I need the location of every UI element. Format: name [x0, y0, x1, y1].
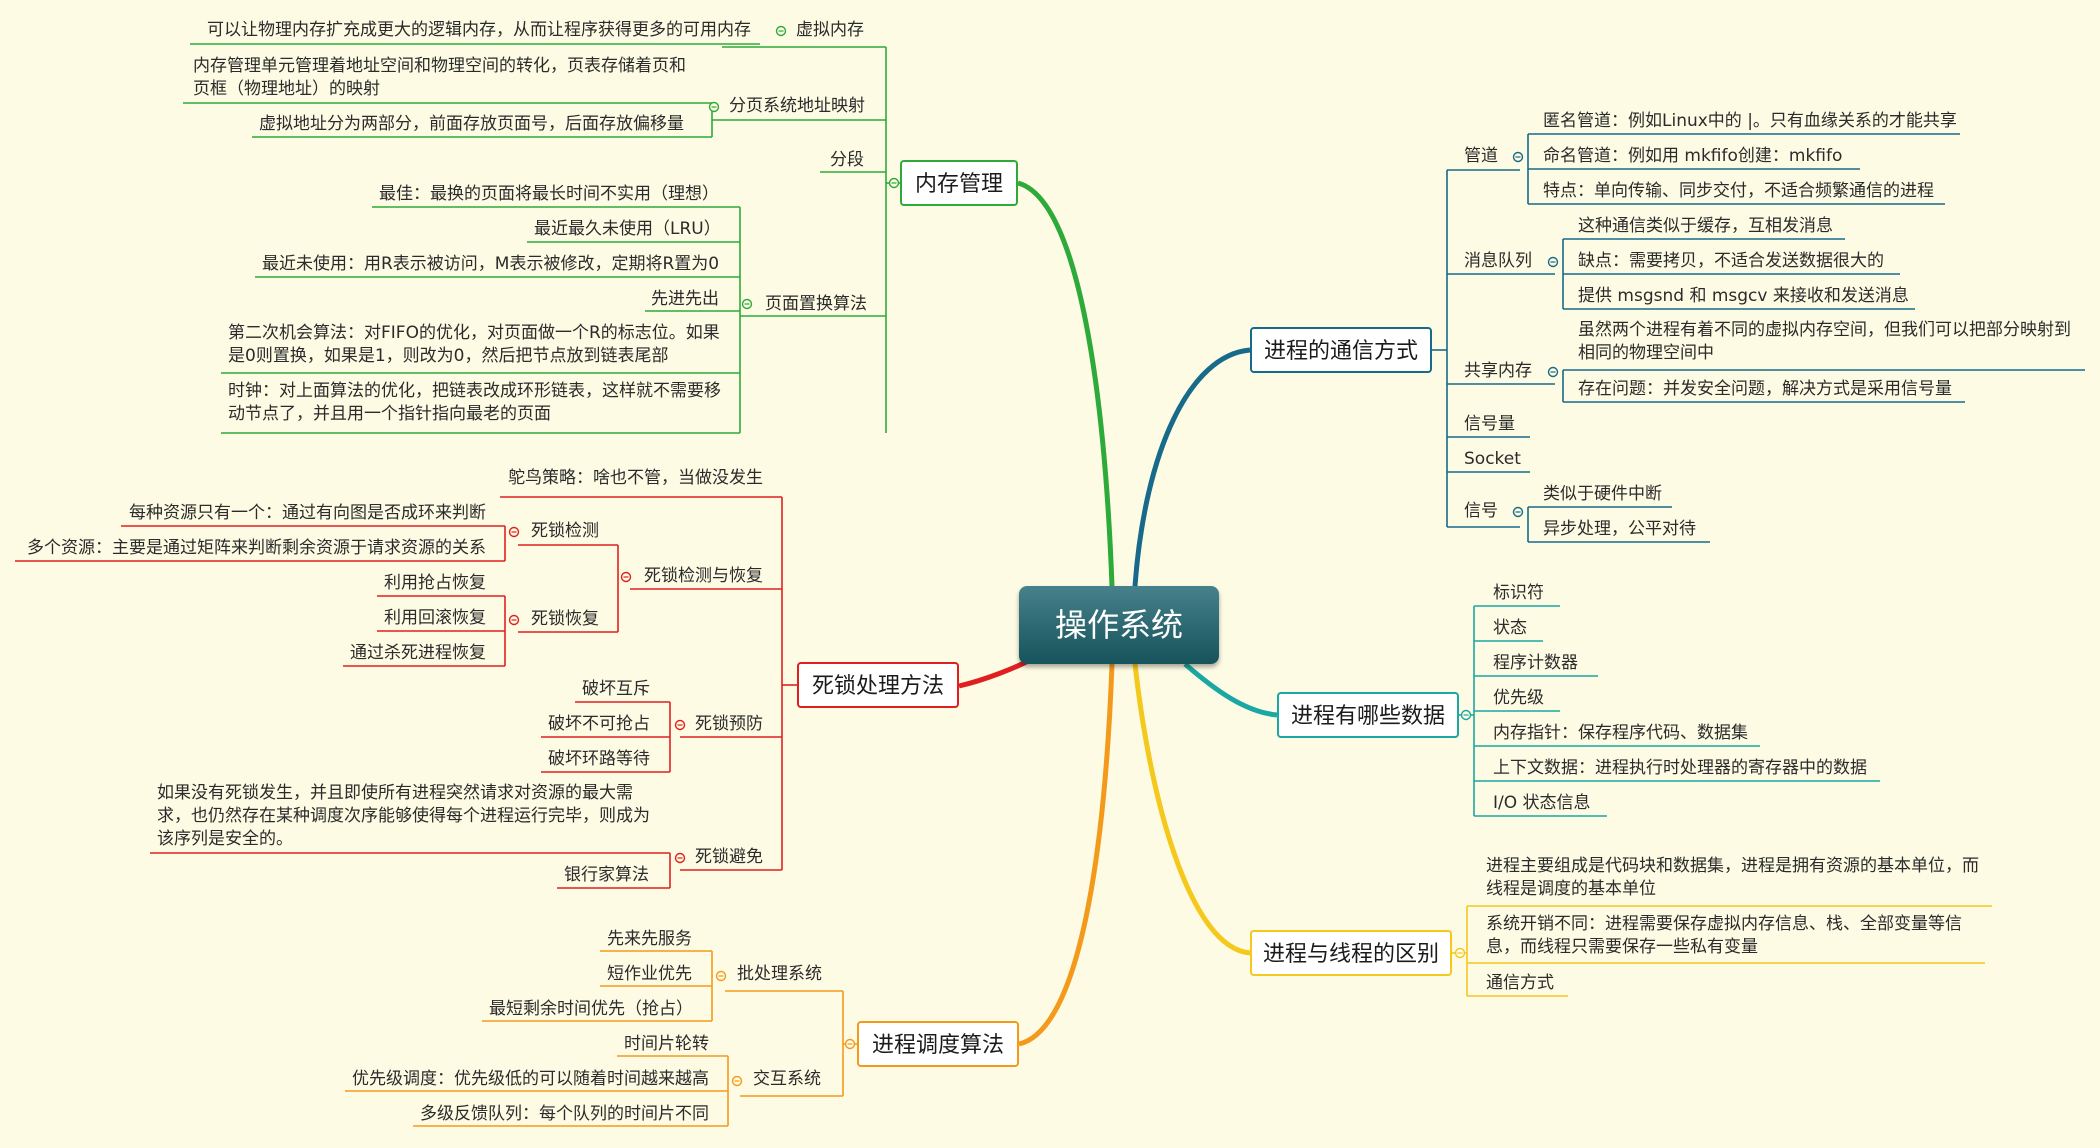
prevent-item-mutex: 破坏互斥 [582, 679, 650, 699]
batch-item-sjf: 短作业优先 [607, 964, 692, 984]
pdata-memory-pointer: 内存指针：保存程序代码、数据集 [1493, 723, 1748, 743]
pipe-item-feature: 特点：单向传输、同步交付，不适合频繁通信的进程 [1543, 181, 1934, 201]
pdata-priority: 优先级 [1493, 688, 1544, 708]
ipc-node[interactable]: 进程的通信方式 [1250, 327, 1432, 373]
pdata-state: 状态 [1493, 618, 1527, 638]
avoid-desc: 如果没有死锁发生，并且即使所有进程突然请求对资源的最大需求，也仍然存在某种调度次… [157, 783, 650, 849]
thread-item-composition: 进程主要组成是代码块和数据集，进程是拥有资源的基本单位，而线程是调度的基本单位 [1486, 856, 1979, 899]
paging-desc-2: 虚拟地址分为两部分，前面存放页面号，后面存放偏移量 [259, 114, 684, 134]
replace-item-clock: 时钟：对上面算法的优化，把链表改成环形链表，这样就不需要移动节点了，并且用一个指… [228, 381, 721, 424]
replace-label[interactable]: 页面置换算法 [765, 294, 867, 314]
paging-label[interactable]: 分页系统地址映射 [729, 96, 865, 116]
prevent-item-nonpreempt: 破坏不可抢占 [548, 714, 650, 734]
deadlock-node[interactable]: 死锁处理方法 [797, 662, 959, 708]
deadlock-avoid-label[interactable]: 死锁避免 [695, 847, 763, 867]
trunk-memory [1017, 180, 1115, 587]
pipe-label[interactable]: 管道 [1464, 146, 1498, 166]
signal-item-async: 异步处理，公平对待 [1543, 519, 1696, 539]
schedule-node[interactable]: 进程调度算法 [857, 1021, 1019, 1067]
replace-item-fifo: 先进先出 [651, 289, 719, 309]
pdata-identifier: 标识符 [1493, 583, 1544, 603]
socket-label[interactable]: Socket [1464, 449, 1521, 469]
mq-item-api: 提供 msgsnd 和 msgcv 来接收和发送消息 [1578, 286, 1909, 306]
batch-item-srtn: 最短剩余时间优先（抢占） [489, 999, 693, 1019]
virtual-memory-desc: 可以让物理内存扩充成更大的逻辑内存，从而让程序获得更多的可用内存 [207, 20, 751, 40]
prevent-item-circular: 破坏环路等待 [548, 749, 650, 769]
pdata-pc: 程序计数器 [1493, 653, 1578, 673]
deadlock-recover-label[interactable]: 死锁恢复 [531, 609, 599, 629]
shm-item-mapping: 虽然两个进程有着不同的虚拟内存空间，但我们可以把部分映射到相同的物理空间中 [1578, 320, 2071, 363]
avoid-item-banker: 银行家算法 [564, 865, 649, 885]
replace-item-second-chance: 第二次机会算法：对FIFO的优化，对页面做一个R的标志位。如果是0则置换，如果是… [228, 323, 720, 366]
deadlock-detect-label[interactable]: 死锁检测 [531, 521, 599, 541]
shm-item-issue: 存在问题：并发安全问题，解决方式是采用信号量 [1578, 379, 1952, 399]
detect-recover-label[interactable]: 死锁检测与恢复 [644, 566, 763, 586]
memory-management-node[interactable]: 内存管理 [900, 160, 1018, 206]
interactive-system-label[interactable]: 交互系统 [753, 1069, 821, 1089]
thread-item-overhead: 系统开销不同：进程需要保存虚拟内存信息、栈、全部变量等信息，而线程只需要保存一些… [1486, 914, 1962, 957]
batch-item-fcfs: 先来先服务 [607, 929, 692, 949]
pdata-io: I/O 状态信息 [1493, 793, 1591, 813]
segment-label[interactable]: 分段 [830, 150, 864, 170]
trunk-schedule [1018, 663, 1115, 1047]
virtual-memory-label[interactable]: 虚拟内存 [796, 20, 864, 40]
interactive-item-mlfq: 多级反馈队列：每个队列的时间片不同 [420, 1104, 709, 1124]
replace-item-nru: 最近未使用：用R表示被访问，M表示被修改，定期将R置为0 [262, 254, 720, 274]
pipe-item-named: 命名管道：例如用 mkfifo创建：mkfifo [1543, 146, 1843, 166]
pdata-context: 上下文数据：进程执行时处理器的寄存器中的数据 [1493, 758, 1867, 778]
detect-item-single: 每种资源只有一个：通过有向图是否成环来判断 [129, 503, 486, 523]
pipe-item-anonymous: 匿名管道：例如Linux中的 |。只有血缘关系的才能共享 [1543, 111, 1957, 131]
recover-item-kill: 通过杀死进程恢复 [350, 643, 486, 663]
mq-label[interactable]: 消息队列 [1464, 251, 1532, 271]
recover-item-preempt: 利用抢占恢复 [384, 573, 486, 593]
batch-system-label[interactable]: 批处理系统 [737, 964, 822, 984]
trunk-pdata [1183, 662, 1278, 718]
interactive-item-priority: 优先级调度：优先级低的可以随着时间越来越高 [352, 1069, 709, 1089]
paging-desc-1: 内存管理单元管理着地址空间和物理空间的转化，页表存储着页和页框（物理地址）的映射 [193, 56, 686, 99]
process-data-node[interactable]: 进程有哪些数据 [1277, 692, 1459, 738]
recover-item-rollback: 利用回滚恢复 [384, 608, 486, 628]
ostrich-strategy: 鸵鸟策略：啥也不管，当做没发生 [508, 468, 763, 488]
replace-item-lru: 最近最久未使用（LRU） [534, 219, 721, 239]
interactive-item-rr: 时间片轮转 [624, 1034, 709, 1054]
semaphore-label[interactable]: 信号量 [1464, 414, 1515, 434]
signal-item-interrupt: 类似于硬件中断 [1543, 484, 1662, 504]
process-thread-node[interactable]: 进程与线程的区别 [1250, 930, 1452, 976]
thread-item-communication: 通信方式 [1486, 973, 1554, 993]
mq-item-cache: 这种通信类似于缓存，互相发消息 [1578, 216, 1833, 236]
deadlock-prevent-label[interactable]: 死锁预防 [695, 714, 763, 734]
trunk-thread [1132, 663, 1251, 956]
trunk-deadlock [958, 657, 1032, 689]
replace-item-optimal: 最佳：最换的页面将最长时间不实用（理想） [379, 184, 719, 204]
mq-item-drawback: 缺点：需要拷贝，不适合发送数据很大的 [1578, 251, 1884, 271]
signal-label[interactable]: 信号 [1464, 501, 1498, 521]
root-node[interactable]: 操作系统 [1019, 586, 1219, 664]
shm-label[interactable]: 共享内存 [1464, 361, 1532, 381]
detect-item-multiple: 多个资源：主要是通过矩阵来判断剩余资源于请求资源的关系 [27, 538, 486, 558]
trunk-ipc [1132, 347, 1251, 587]
